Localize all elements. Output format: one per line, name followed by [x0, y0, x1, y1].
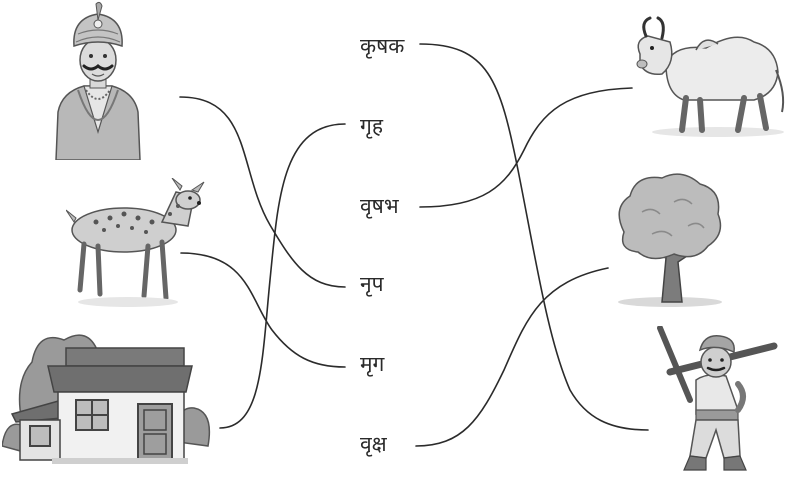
- match-line-king-nrip: [179, 96, 346, 288]
- house-picture: [2, 334, 211, 464]
- word-mrig: मृग: [360, 352, 385, 376]
- match-line-vrishabh-bull: [419, 87, 633, 208]
- word-grih: गृह: [360, 114, 383, 138]
- bull-picture: [636, 16, 785, 137]
- king-picture: [55, 1, 141, 160]
- word-vrishabh: वृषभ: [360, 194, 399, 218]
- word-vriksh: वृक्ष: [360, 432, 387, 456]
- match-line-house-grih: [219, 123, 346, 429]
- word-krishak: कृषक: [360, 34, 405, 58]
- deer-picture: [66, 178, 205, 307]
- word-nrip: नृप: [360, 272, 384, 296]
- farmer-picture: [657, 326, 778, 471]
- match-line-krishak-farmer: [419, 43, 649, 431]
- match-line-vriksh-tree: [415, 267, 609, 447]
- tree-picture: [618, 173, 722, 307]
- match-line-deer-mrig: [180, 252, 346, 368]
